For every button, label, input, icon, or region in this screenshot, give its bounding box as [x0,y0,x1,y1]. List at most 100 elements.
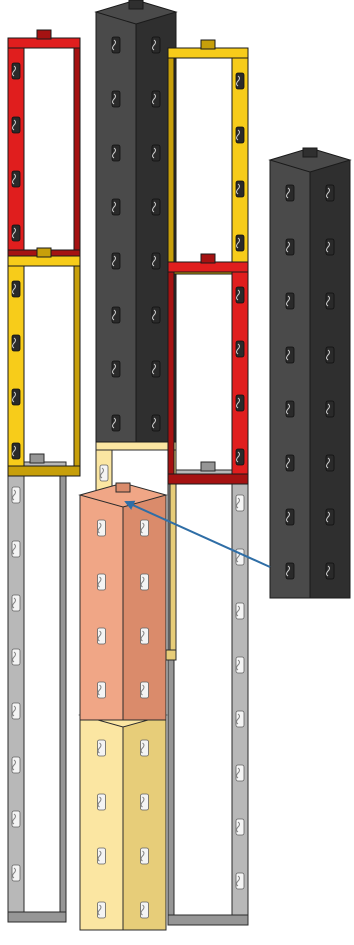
ghost-grey-frame-left-slot-mark [12,489,16,501]
ghost-grey-frame-left-slot [11,648,21,666]
red-frame-right-stud [200,253,216,264]
ghost-peach-column-slot [97,573,106,591]
ghost-grey-frame-right-slot-mark [236,659,240,671]
loose-dark-grey-column-slot-mark [326,511,330,523]
ghost-yellow-column-slot [97,739,106,757]
ghost-grey-frame-right-slot [235,602,245,620]
ghost-peach-column-slot-mark [97,684,102,696]
loose-dark-grey-column-slot [285,292,295,310]
ghost-grey-frame-left-slot [11,864,21,882]
ghost-grey-frame-left-slot [11,486,21,504]
ghost-yellow-column-slot-mark [97,904,102,916]
red-frame-left-stud [36,29,52,40]
insert-arrow [124,500,271,568]
loose-dark-grey-column-slot [325,400,335,418]
dark-grey-frame-center-slot [151,414,161,432]
ghost-grey-frame-left-slot-mark [12,543,16,555]
ghost-grey-frame-right-slot-mark [236,767,240,779]
loose-part-layer [268,147,352,599]
ghost-yellow-column-slot-mark [140,904,145,916]
dark-grey-frame-center-slot [111,306,121,324]
ghost-grey-frame-right-slot [235,818,245,836]
dark-grey-frame-center-slot-mark [152,255,156,267]
ghost-grey-frame-right-slot [235,872,245,890]
yellow-frame-left-slot-mark [12,391,16,403]
ghost-grey-frame-right [167,461,249,926]
solid-parts-layer [7,0,249,485]
loose-dark-grey-column-slot [325,292,335,310]
loose-dark-grey-column-slot-mark [326,349,330,361]
ghost-peach-column-slot-mark [140,522,145,534]
dark-grey-frame-center-slot-mark [112,255,116,267]
dark-grey-frame-center-slot [151,306,161,324]
ghost-yellow-column-slot-mark [140,796,145,808]
dark-grey-frame-center-slot [151,360,161,378]
red-frame-right-edge [167,271,175,475]
ghost-yellow-column-slot [140,901,149,919]
yellow-frame-right-slot [235,180,245,198]
red-frame-left-edge [73,47,81,251]
ghost-grey-frame-right-post [231,469,249,926]
loose-dark-grey-column-stud [302,147,318,158]
ghost-yellow-frame-slot-mark [100,467,104,479]
ghost-grey-frame-right-slot-mark [236,605,240,617]
ghost-peach-column-slot-mark [97,522,102,534]
loose-dark-grey-column-slot [285,562,295,580]
loose-dark-grey-column-slot-mark [286,349,290,361]
loose-dark-grey-column-slot [325,184,335,202]
ghost-peach-column-slot-mark [140,576,145,588]
ghost-grey-frame-right-slot-mark [236,875,240,887]
loose-dark-grey-column-slot-mark [286,565,290,577]
yellow-frame-right-stud [200,39,216,50]
dark-grey-frame-center-stud [128,0,144,10]
ghost-grey-frame-left-slot [11,756,21,774]
ghost-peach-column-slot-mark [97,576,102,588]
ghost-grey-frame-left-slot [11,594,21,612]
red-frame-right-slot [235,340,245,358]
ghost-peach-column-slot [97,681,106,699]
ghost-yellow-column-slot [97,847,106,865]
yellow-frame-right-slot [235,126,245,144]
yellow-frame-right-slot [235,234,245,252]
dark-grey-frame-center-slot [111,90,121,108]
loose-dark-grey-column-slot [325,238,335,256]
red-frame-right-slot-mark [236,397,240,409]
ghost-grey-frame-right-slot [235,494,245,512]
ghost-grey-frame-left-slot [11,810,21,828]
yellow-frame-right-slot-mark [236,237,240,249]
loose-dark-grey-column-slot-mark [326,403,330,415]
ghost-peach-column-stud [115,482,131,493]
ghost-yellow-column-slot-mark [140,742,145,754]
dark-grey-frame-center-slot-mark [152,147,156,159]
red-frame-right-slot [235,448,245,466]
ghost-peach-column-slot [97,627,106,645]
dark-grey-frame-center-slot [151,36,161,54]
ghost-grey-frame-left-slot [11,702,21,720]
ghost-yellow-column [78,702,168,931]
ghost-grey-frame-right-slot [235,710,245,728]
yellow-frame-right-edge [167,57,175,265]
dark-grey-frame-center-slot-mark [112,417,116,429]
ghost-yellow-column-slot [140,847,149,865]
loose-dark-grey-column-slot [285,238,295,256]
ghost-peach-column-slot-mark [140,630,145,642]
dark-grey-frame-center-slot [111,36,121,54]
dark-grey-frame-center-slot-mark [152,93,156,105]
red-frame-right-slot-mark [236,343,240,355]
red-frame-right [167,253,249,485]
red-frame-left-slot-mark [12,173,16,185]
red-frame-left-slot-mark [12,227,16,239]
loose-dark-grey-column-slot [285,346,295,364]
ghost-yellow-column-slot [97,901,106,919]
loose-dark-grey-column-top [268,147,352,173]
yellow-frame-left-slot [11,388,21,406]
dark-grey-frame-center-slot [151,198,161,216]
loose-dark-grey-column-slot [285,184,295,202]
dark-grey-frame-center-slot [111,198,121,216]
ghost-grey-frame-right-slot [235,656,245,674]
ghost-grey-frame-left [7,453,67,923]
yellow-frame-left-bottom-arm [7,465,81,477]
loose-dark-grey-column-slot-mark [286,241,290,253]
loose-dark-grey-column-slot-mark [326,457,330,469]
